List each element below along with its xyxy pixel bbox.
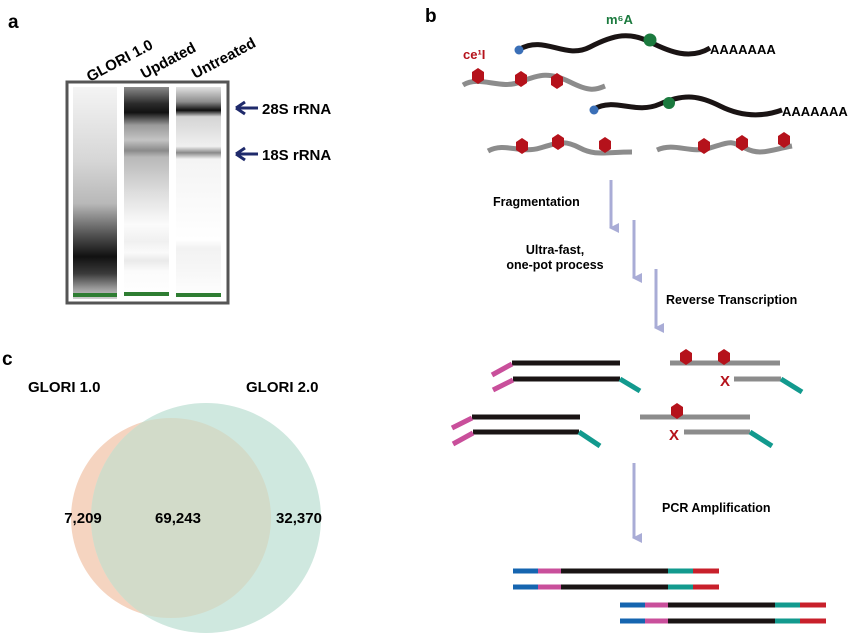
mrna-strand-2: AAAAAAA (589, 94, 848, 119)
marker-label-28s: 28S rRNA (262, 101, 331, 118)
venn-value-glori1-only: 7,209 (64, 510, 102, 527)
rt-product-1 (490, 360, 642, 394)
panel-b: b ce¹I m⁶A AAAAAAA AAAAAAA (425, 6, 848, 624)
ce1i-modification-icon (552, 134, 564, 150)
panel-a-label: a (8, 12, 19, 33)
amplicon-segment-index-5 (513, 584, 538, 590)
rt-blocked-1: X (670, 349, 804, 395)
blocked-x-icon: X (720, 373, 730, 390)
ladder-band-1 (73, 293, 117, 297)
amplicon-segment-mrna (561, 568, 668, 574)
marker-label-18s: 18S rRNA (262, 147, 331, 164)
amplicon-segment-mrna (668, 602, 775, 608)
rrna-strand-3 (655, 132, 793, 155)
rrna-strand-2 (486, 134, 633, 156)
amplicon-segment-adapter-3 (668, 584, 693, 590)
amplicon-segment-adapter-5 (538, 568, 561, 574)
ce1i-legend-label: ce¹I (463, 47, 485, 62)
step-ultra-fast: Ultra-fast, (526, 243, 584, 257)
panel-a: a GLORI 1.0 Updated Untreated 28S rRNA 1… (8, 12, 331, 305)
m6a-site-icon (643, 33, 657, 47)
amplicon-segment-index-3 (800, 602, 826, 608)
amplicon-segment-mrna (668, 618, 775, 624)
panel-c-label: c (2, 349, 13, 370)
amplicon-segment-adapter-3 (775, 618, 800, 624)
mrna-strand-1: AAAAAAA (514, 33, 776, 57)
marker-18s: 18S rRNA (235, 146, 331, 164)
ladder-band-2 (124, 292, 169, 296)
pcr-amplicon (620, 602, 826, 608)
marker-28s: 28S rRNA (235, 100, 331, 118)
venn-value-overlap: 69,243 (155, 510, 201, 527)
gel-lane-updated (124, 87, 169, 299)
pcr-amplicon (513, 568, 719, 574)
pcr-products (513, 568, 826, 624)
amplicon-segment-adapter-5 (645, 618, 668, 624)
cap-icon (589, 105, 599, 115)
amplicon-segment-index-3 (800, 618, 826, 624)
step-one-pot: one-pot process (506, 258, 603, 272)
gel-lane-glori1 (73, 87, 117, 299)
left-arrow-icon (235, 146, 258, 162)
poly-a-tail: AAAAAAA (710, 42, 776, 57)
amplicon-segment-index-5 (513, 568, 538, 574)
venn-value-glori2-only: 32,370 (276, 510, 322, 527)
pcr-amplicon (620, 618, 826, 624)
amplicon-segment-mrna (561, 584, 668, 590)
amplicon-segment-index-3 (693, 584, 719, 590)
step-fragmentation: Fragmentation (493, 195, 580, 209)
pcr-amplicon (513, 584, 719, 590)
step-reverse-transcription: Reverse Transcription (666, 293, 797, 307)
amplicon-segment-index-5 (620, 618, 645, 624)
amplicon-segment-index-5 (620, 602, 645, 608)
set-label-glori2: GLORI 2.0 (246, 379, 319, 396)
panel-c: c GLORI 1.0 GLORI 2.0 7,209 69,243 32,37… (2, 349, 322, 633)
amplicon-segment-index-3 (693, 568, 719, 574)
gel-lane-untreated (176, 87, 221, 299)
left-arrow-icon (235, 100, 258, 116)
m6a-site-icon (663, 97, 675, 109)
lane-label-untreated: Untreated (189, 35, 259, 83)
poly-a-tail: AAAAAAA (782, 104, 848, 119)
rt-product-2 (450, 414, 602, 449)
amplicon-segment-adapter-3 (775, 602, 800, 608)
m6a-legend-label: m⁶A (606, 12, 634, 27)
panel-b-label: b (425, 6, 437, 27)
blocked-x-icon: X (669, 427, 679, 444)
rt-blocked-2: X (640, 403, 774, 449)
amplicon-segment-adapter-5 (538, 584, 561, 590)
cap-icon (514, 45, 524, 55)
set-label-glori1: GLORI 1.0 (28, 379, 101, 396)
step-pcr-amplification: PCR Amplification (662, 501, 771, 515)
amplicon-segment-adapter-3 (668, 568, 693, 574)
rrna-strand-1 (461, 68, 606, 92)
amplicon-segment-adapter-5 (645, 602, 668, 608)
ladder-band-3 (176, 293, 221, 297)
